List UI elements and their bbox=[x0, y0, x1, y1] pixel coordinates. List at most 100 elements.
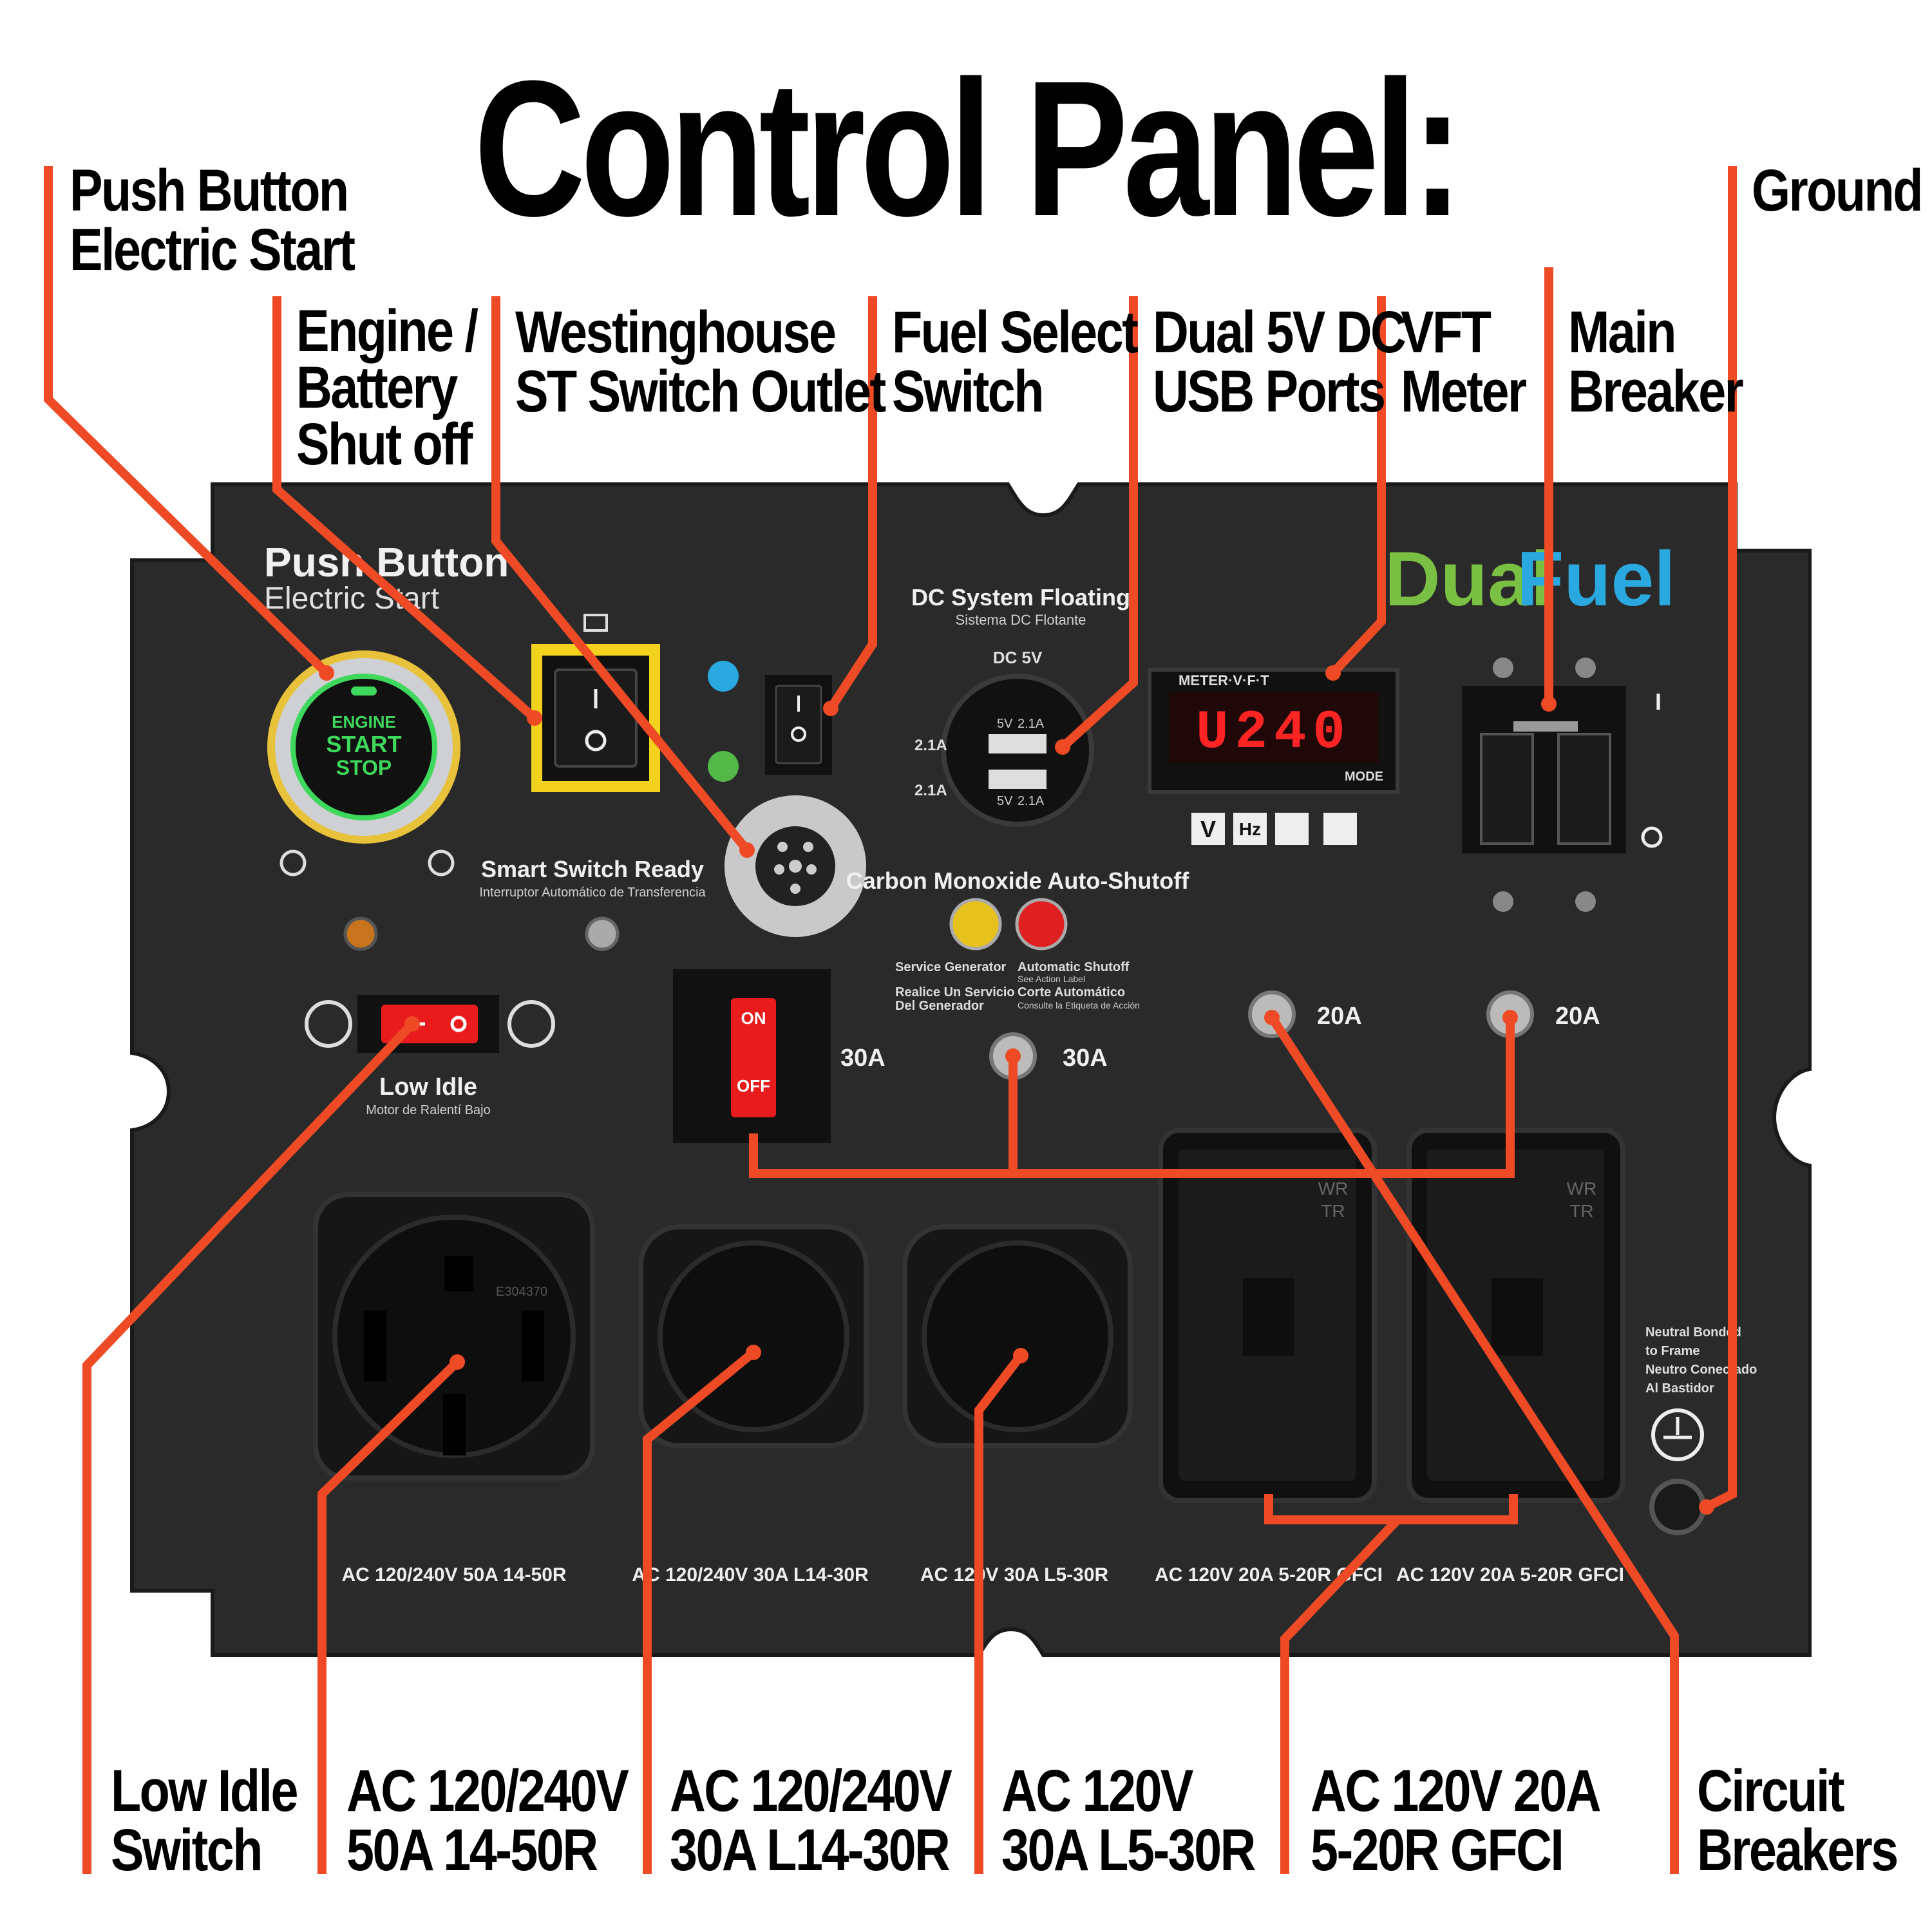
start-stop-button[interactable]: ENGINE START STOP bbox=[267, 650, 460, 844]
amp-20-right: 20A bbox=[1555, 1003, 1600, 1030]
amp-20-left: 20A bbox=[1317, 1003, 1362, 1030]
leader-lines bbox=[44, 166, 1737, 1874]
outlet-gfci-left[interactable] bbox=[1158, 1128, 1377, 1503]
co-title: Carbon Monoxide Auto-Shutoff bbox=[846, 867, 1190, 894]
outlet-l5-30r[interactable] bbox=[902, 1224, 1133, 1448]
auto-shutoff-sub: See Action Label bbox=[1018, 974, 1085, 984]
meter-v-button[interactable] bbox=[1191, 813, 1225, 845]
hourglass-icon bbox=[1275, 813, 1309, 845]
outlet-l14-30r[interactable] bbox=[638, 1224, 869, 1448]
leader-engine-battery bbox=[272, 296, 538, 722]
gfci-tr-left: TR bbox=[1321, 1201, 1345, 1221]
leader-breakers-mid-end bbox=[1005, 1048, 1021, 1064]
meter-v-label: V bbox=[1200, 816, 1216, 842]
service-gen-es1: Realice Un Servicio bbox=[895, 985, 1015, 999]
auto-shutoff-es-sub: Consulte la Etiqueta de Acción bbox=[1018, 1000, 1140, 1010]
st-switch-outlet[interactable] bbox=[724, 795, 866, 937]
rocker-breaker-30a[interactable] bbox=[673, 969, 831, 1143]
callout-ground: Ground bbox=[1752, 158, 1923, 223]
usb-side-a: 2.1A bbox=[914, 737, 947, 754]
callout-push-button: Push Button Electric Start bbox=[70, 158, 355, 283]
rocker-on-label: ON bbox=[741, 1009, 766, 1028]
gfci-wr-left: WR bbox=[1318, 1179, 1349, 1198]
usb-ports[interactable] bbox=[941, 674, 1094, 827]
meter-hz-button[interactable] bbox=[1233, 813, 1267, 845]
callout-l5-30r: AC 120V 30A L5-30R bbox=[1001, 1758, 1256, 1883]
leader-engine-battery-end bbox=[527, 710, 542, 726]
dc-system-sub: Sistema DC Flotante bbox=[956, 612, 1086, 628]
neutral-line-1: Neutral Bonded bbox=[1645, 1325, 1741, 1340]
push-button-panel-label: Push Button bbox=[264, 539, 509, 585]
vft-meter bbox=[1148, 668, 1399, 794]
neutral-line-4: Al Bastidor bbox=[1645, 1381, 1714, 1396]
leader-breakers bbox=[1268, 1015, 1679, 1874]
wrench-icon bbox=[1323, 813, 1357, 845]
page-title: Control Panel: bbox=[473, 40, 1463, 256]
smart-switch-label: Smart Switch Ready bbox=[481, 856, 704, 882]
callout-vft: VFT Meter bbox=[1401, 299, 1527, 424]
outlet-label-l5-30r: AC 120V 30A L5-30R bbox=[920, 1564, 1109, 1586]
battery-led bbox=[343, 916, 378, 951]
callout-main-breaker: Main Breaker bbox=[1568, 299, 1744, 424]
breaker-screw bbox=[1493, 658, 1513, 678]
outlet-label-gfci-right: AC 120V 20A 5-20R GFCI bbox=[1396, 1564, 1624, 1586]
breaker-screw bbox=[1493, 891, 1513, 912]
outlet-label-14-50r: AC 120/240V 50A 14-50R bbox=[341, 1564, 566, 1586]
usb-side-b: 2.1A bbox=[914, 782, 947, 799]
battery-icon bbox=[583, 614, 608, 632]
service-gen-label: Service Generator bbox=[895, 960, 1007, 974]
breaker-screw bbox=[1575, 658, 1596, 678]
leader-ground-end bbox=[1699, 1499, 1714, 1515]
auto-shutoff-es: Corte Automático bbox=[1018, 985, 1125, 999]
usb-charge-port bbox=[585, 916, 620, 951]
leader-gfci bbox=[1280, 1517, 1401, 1874]
leader-breakers-end bbox=[1264, 1010, 1280, 1025]
leader-fuel-select-end bbox=[823, 701, 838, 716]
outlet-e304370: E304370 bbox=[496, 1285, 547, 1299]
leader-l14-30r bbox=[643, 1349, 757, 1874]
propane-icon bbox=[708, 751, 739, 782]
low-idle-panel-sub: Motor de Ralentí Bajo bbox=[366, 1103, 490, 1117]
leader-st-switch-end bbox=[739, 842, 755, 858]
brand-fuel: Fuel bbox=[1517, 536, 1676, 622]
breaker-off-mark bbox=[1641, 826, 1663, 848]
leader-l5-30r-end bbox=[1013, 1348, 1028, 1363]
gauge-icon-slow bbox=[305, 1000, 352, 1048]
amp-30-rocker: 30A bbox=[840, 1045, 886, 1072]
breaker-screw bbox=[1575, 891, 1596, 912]
meter-hz-label: Hz bbox=[1239, 819, 1261, 839]
callout-usb: Dual 5V DC USB Ports bbox=[1153, 299, 1406, 424]
service-gen-es2: Del Generador bbox=[895, 999, 984, 1013]
meter-mode: MODE bbox=[1345, 770, 1383, 784]
dc-system-label: DC System Floating bbox=[911, 584, 1130, 611]
main-breaker[interactable] bbox=[1462, 686, 1626, 853]
breaker-on-label: I bbox=[1655, 688, 1662, 715]
start-button-engine: ENGINE bbox=[332, 712, 396, 732]
ground-symbol-icon bbox=[1651, 1408, 1704, 1461]
usb-port-a-amps: 2.1A bbox=[1018, 717, 1045, 731]
neutral-line-2: to Frame bbox=[1645, 1344, 1700, 1358]
leader-vft-end bbox=[1325, 665, 1341, 681]
leader-st-switch bbox=[491, 296, 751, 853]
leader-breakers-bracket bbox=[749, 1018, 1515, 1178]
usb-port-b-amps: 2.1A bbox=[1018, 794, 1045, 808]
ground-terminal[interactable] bbox=[1649, 1479, 1706, 1535]
gfci-tr-right: TR bbox=[1569, 1201, 1593, 1221]
amp-30-push: 30A bbox=[1063, 1045, 1108, 1072]
engine-icon bbox=[279, 849, 307, 876]
callout-low-idle: Low Idle Switch bbox=[111, 1758, 298, 1883]
engine-icon-2 bbox=[428, 849, 455, 876]
leader-14-50r bbox=[317, 1358, 460, 1874]
start-button-stop: STOP bbox=[336, 756, 392, 779]
outlet-gfci-right[interactable] bbox=[1406, 1128, 1625, 1503]
leader-l5-30r bbox=[974, 1352, 1025, 1874]
rocker-off-label: OFF bbox=[737, 1076, 770, 1095]
callout-gfci: AC 120V 20A 5-20R GFCI bbox=[1311, 1758, 1602, 1883]
leader-fuel-select bbox=[827, 296, 877, 711]
outlet-label-l14-30r: AC 120/240V 30A L14-30R bbox=[632, 1564, 869, 1586]
fuel-select-switch[interactable] bbox=[765, 675, 832, 775]
low-idle-switch[interactable] bbox=[357, 995, 499, 1053]
outlet-14-50r[interactable] bbox=[313, 1192, 595, 1481]
